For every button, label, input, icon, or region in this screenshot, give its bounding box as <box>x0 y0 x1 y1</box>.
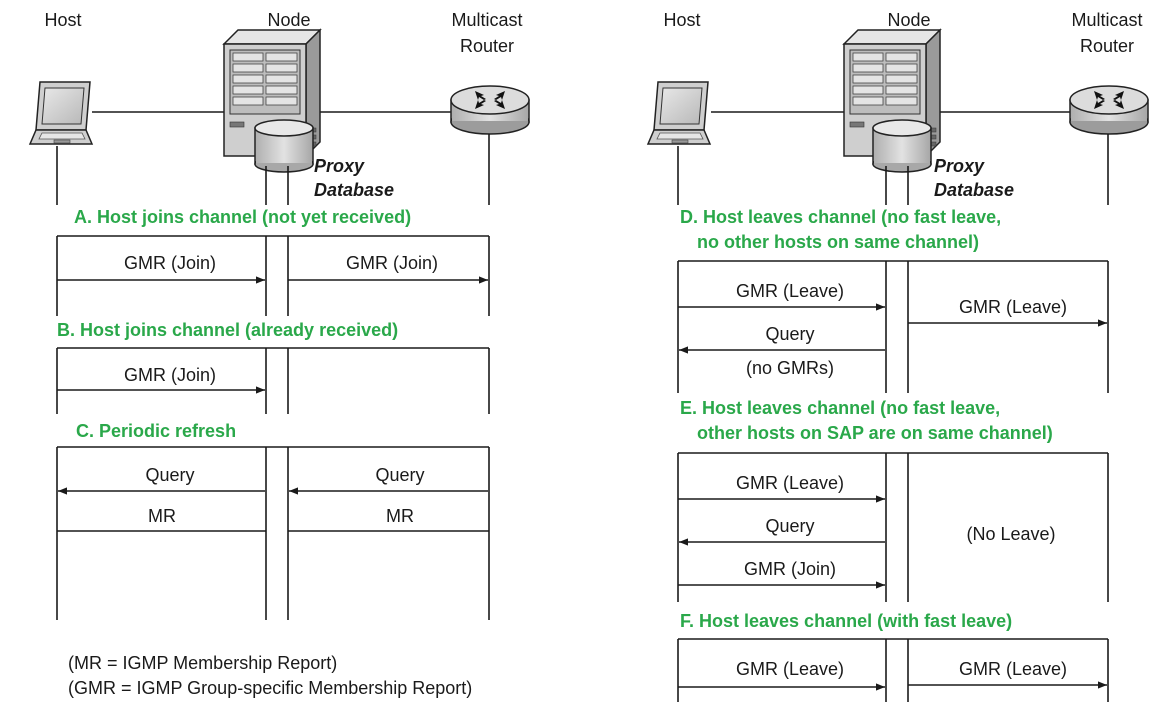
scenario-f-msg1: GMR (Leave) <box>736 659 844 679</box>
scenario-a-caption: A. Host joins channel (not yet received) <box>74 207 411 227</box>
scenario-e-msg2: Query <box>765 516 814 536</box>
scenario-d-note: (no GMRs) <box>746 358 834 378</box>
right-diagram: Host Node Multicast Router Proxy Databas… <box>647 10 1149 702</box>
scenario-e: E. Host leaves channel (no fast leave, o… <box>677 398 1109 602</box>
node-label: Node <box>887 10 930 30</box>
database-label: Database <box>934 180 1014 200</box>
scenario-b-msg1: GMR (Join) <box>124 365 216 385</box>
router-icon <box>450 85 530 135</box>
legend-gmr: (GMR = IGMP Group-specific Membership Re… <box>68 678 472 698</box>
database-icon <box>254 119 314 173</box>
scenario-d-caption-line2: no other hosts on same channel) <box>697 232 979 252</box>
router-icon <box>1069 85 1149 135</box>
scenario-c: C. Periodic refresh Query Query MR MR <box>56 421 490 620</box>
proxy-label: Proxy <box>314 156 365 176</box>
scenario-d-msg2: GMR (Leave) <box>959 297 1067 317</box>
scenario-e-msg1: GMR (Leave) <box>736 473 844 493</box>
scenario-f-caption: F. Host leaves channel (with fast leave) <box>680 611 1012 631</box>
router-label-line2: Router <box>1080 36 1134 56</box>
scenario-d-msg1: GMR (Leave) <box>736 281 844 301</box>
scenario-c-msg3: MR <box>148 506 176 526</box>
scenario-f-msg2: GMR (Leave) <box>959 659 1067 679</box>
scenario-a: A. Host joins channel (not yet received)… <box>56 207 490 316</box>
router-label-line1: Multicast <box>451 10 522 30</box>
scenario-c-msg4: MR <box>386 506 414 526</box>
left-diagram: Host Node Multicast Router Proxy Databas… <box>29 10 530 698</box>
legend-mr: (MR = IGMP Membership Report) <box>68 653 337 673</box>
node-label: Node <box>267 10 310 30</box>
scenario-f: F. Host leaves channel (with fast leave)… <box>677 611 1109 702</box>
host-label: Host <box>44 10 81 30</box>
scenario-c-caption: C. Periodic refresh <box>76 421 236 441</box>
laptop-icon <box>29 81 93 145</box>
router-label-line1: Multicast <box>1071 10 1142 30</box>
scenario-e-caption-line1: E. Host leaves channel (no fast leave, <box>680 398 1000 418</box>
scenario-c-msg1: Query <box>145 465 194 485</box>
laptop-icon <box>647 81 711 145</box>
scenario-c-msg2: Query <box>375 465 424 485</box>
scenario-b: B. Host joins channel (already received)… <box>56 320 490 414</box>
scenario-e-caption-line2: other hosts on SAP are on same channel) <box>697 423 1053 443</box>
scenario-d: D. Host leaves channel (no fast leave, n… <box>677 207 1109 393</box>
scenario-b-caption: B. Host joins channel (already received) <box>57 320 398 340</box>
scenario-a-msg1: GMR (Join) <box>124 253 216 273</box>
scenario-e-note: (No Leave) <box>966 524 1055 544</box>
scenario-d-caption-line1: D. Host leaves channel (no fast leave, <box>680 207 1001 227</box>
proxy-label: Proxy <box>934 156 985 176</box>
router-label-line2: Router <box>460 36 514 56</box>
scenario-e-msg3: GMR (Join) <box>744 559 836 579</box>
scenario-a-msg2: GMR (Join) <box>346 253 438 273</box>
host-label: Host <box>663 10 700 30</box>
scenario-d-msg3: Query <box>765 324 814 344</box>
database-label: Database <box>314 180 394 200</box>
database-icon <box>872 119 932 173</box>
